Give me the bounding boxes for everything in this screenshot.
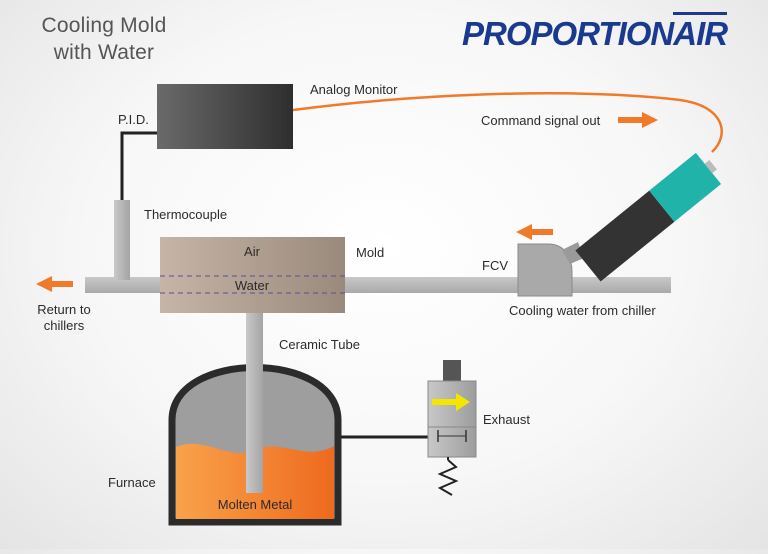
pid-wire xyxy=(120,131,157,200)
title-line-1: Cooling Mold xyxy=(41,14,167,37)
arrow-right-icon xyxy=(618,112,658,128)
label-return-line-1: Return to xyxy=(37,302,91,317)
logo-text-1: PROPORTION xyxy=(462,15,674,52)
label-air: Air xyxy=(244,244,260,259)
label-ceramic-tube: Ceramic Tube xyxy=(279,337,360,352)
thermocouple-probe xyxy=(114,200,130,280)
page-title: Cooling Mold with Water xyxy=(24,12,184,66)
label-furnace: Furnace xyxy=(108,475,156,490)
title-line-2: with Water xyxy=(53,41,155,64)
label-molten-metal: Molten Metal xyxy=(217,497,293,512)
arrow-left-icon xyxy=(36,276,73,292)
label-exhaust: Exhaust xyxy=(483,412,530,427)
label-return-to-chillers: Return to chillers xyxy=(24,302,104,334)
command-signal-cable xyxy=(292,92,723,153)
label-cooling-water: Cooling water from chiller xyxy=(509,303,656,318)
label-analog-monitor: Analog Monitor xyxy=(310,82,398,97)
arrow-left-icon xyxy=(516,224,553,240)
label-mold: Mold xyxy=(356,245,385,260)
label-fcv: FCV xyxy=(482,258,508,273)
fcv-connector xyxy=(562,242,584,264)
label-water: Water xyxy=(234,278,270,293)
spring-icon xyxy=(437,459,459,496)
exhaust-valve xyxy=(427,360,477,460)
analog-monitor xyxy=(157,84,293,149)
exhaust-arrow-icon xyxy=(432,393,470,411)
label-command-signal: Command signal out xyxy=(481,113,601,128)
proportion-air-logo: PROPORTIONAIR xyxy=(462,12,728,53)
mold-block xyxy=(160,237,345,313)
logo-text-2: AIR xyxy=(673,12,728,52)
label-thermocouple: Thermocouple xyxy=(144,207,228,222)
ceramic-tube xyxy=(246,313,263,493)
fcv-actuator xyxy=(575,152,722,282)
label-return-line-2: chillers xyxy=(43,318,85,333)
label-pid: P.I.D. xyxy=(118,112,149,127)
